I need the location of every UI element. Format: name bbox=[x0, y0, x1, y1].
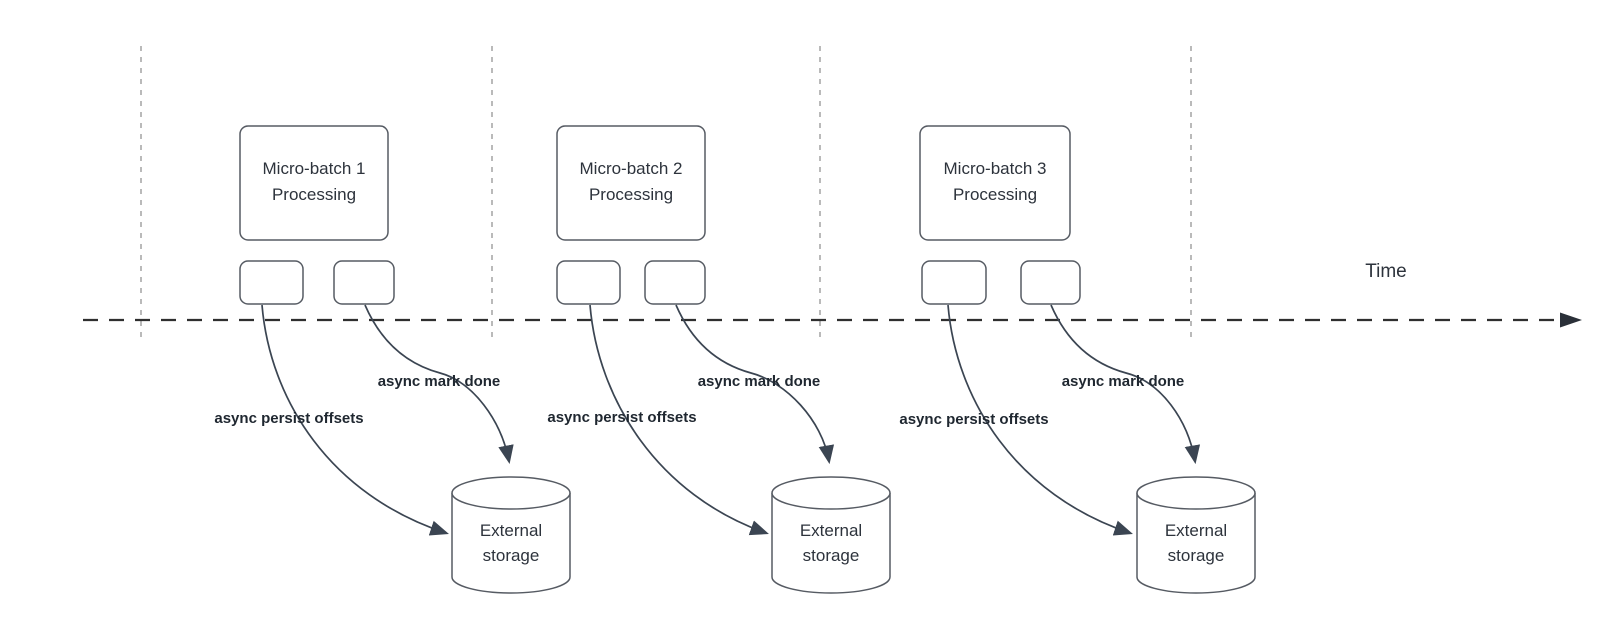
external-storage-cylinder: External storage bbox=[771, 476, 891, 594]
mark-done-task-box bbox=[644, 260, 706, 305]
external-storage-label-line2: storage bbox=[483, 546, 540, 565]
microbatch-box-label-line2: Processing bbox=[953, 185, 1037, 204]
microbatch-box-label-line1: Micro-batch 2 bbox=[580, 159, 683, 178]
mark-done-arrow bbox=[675, 304, 835, 465]
external-storage-label-line1: External bbox=[1165, 521, 1227, 540]
microbatch-box-label-line1: Micro-batch 1 bbox=[263, 159, 366, 178]
mark-done-arrow bbox=[1050, 304, 1201, 465]
persist-offsets-label: async persist offsets bbox=[214, 410, 363, 427]
microbatch-box-label-line2: Processing bbox=[272, 185, 356, 204]
microbatch-group-1: Micro-batch 1 Processing async persist o… bbox=[214, 125, 571, 594]
time-axis-arrowhead bbox=[1560, 312, 1582, 328]
external-storage-label-line2: storage bbox=[803, 546, 860, 565]
mark-done-label: async mark done bbox=[698, 373, 821, 390]
time-axis-label: Time bbox=[1365, 261, 1407, 282]
external-storage-label-line1: External bbox=[480, 521, 542, 540]
persist-offsets-arrow bbox=[947, 304, 1133, 536]
persist-offsets-task-box bbox=[556, 260, 621, 305]
persist-offsets-label: async persist offsets bbox=[547, 409, 696, 426]
external-storage-cylinder: External storage bbox=[1136, 476, 1256, 594]
external-storage-cylinder: External storage bbox=[451, 476, 571, 594]
time-axis: Time bbox=[83, 261, 1582, 328]
mark-done-task-box bbox=[1020, 260, 1081, 305]
microbatch-group-2: Micro-batch 2 Processing async persist o… bbox=[547, 125, 891, 594]
persist-offsets-label: async persist offsets bbox=[899, 411, 1048, 428]
microbatch-group-3: Micro-batch 3 Processing async persist o… bbox=[899, 125, 1256, 594]
mark-done-arrow bbox=[364, 304, 514, 465]
mark-done-label: async mark done bbox=[378, 373, 501, 390]
microbatch-processing-box bbox=[919, 125, 1071, 241]
persist-offsets-arrow bbox=[261, 304, 449, 536]
persist-offsets-arrow bbox=[589, 304, 769, 536]
mark-done-label: async mark done bbox=[1062, 373, 1185, 390]
mark-done-task-box bbox=[333, 260, 395, 305]
microbatch-box-label-line1: Micro-batch 3 bbox=[944, 159, 1047, 178]
microbatch-box-label-line2: Processing bbox=[589, 185, 673, 204]
microbatch-processing-box bbox=[239, 125, 389, 241]
persist-offsets-task-box bbox=[921, 260, 987, 305]
external-storage-label-line1: External bbox=[800, 521, 862, 540]
external-storage-label-line2: storage bbox=[1168, 546, 1225, 565]
persist-offsets-task-box bbox=[239, 260, 304, 305]
time-gridlines bbox=[140, 46, 1192, 337]
microbatch-processing-box bbox=[556, 125, 706, 241]
